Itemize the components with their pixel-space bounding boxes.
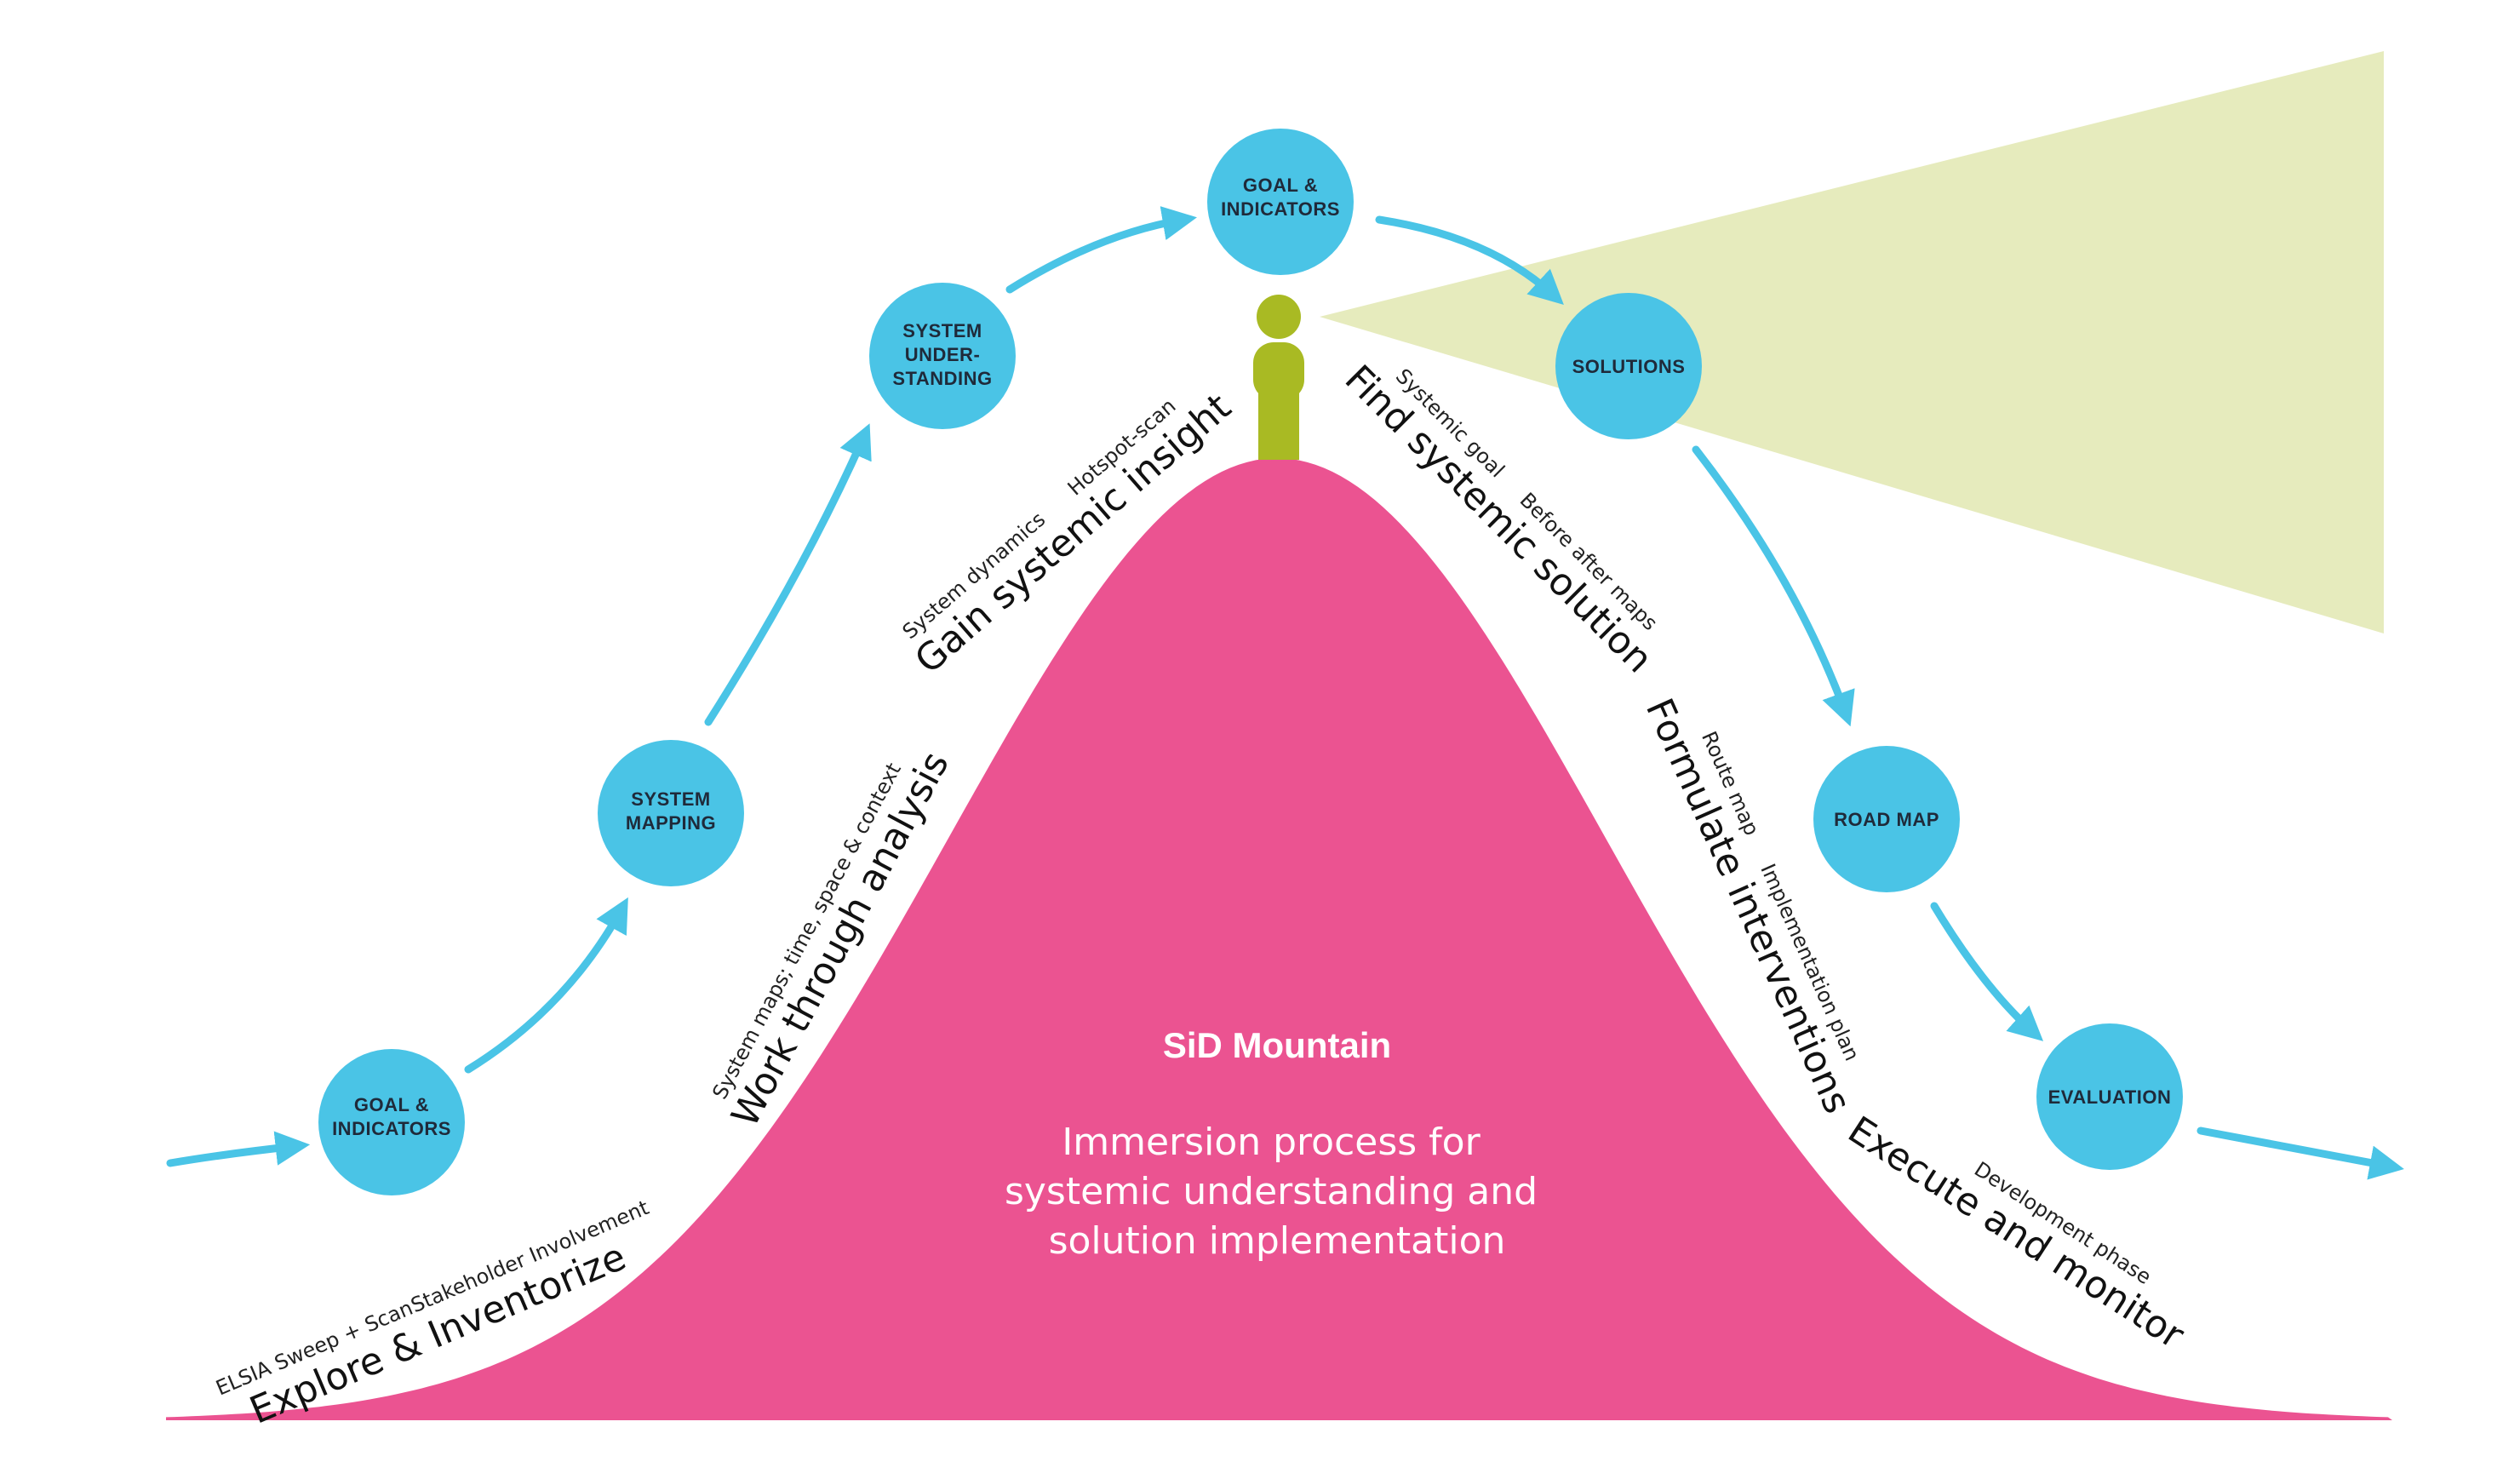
mountain-shape <box>166 458 2392 1420</box>
node-label-line: GOAL & <box>354 1094 429 1115</box>
node-label-line: EVALUATION <box>2048 1086 2172 1108</box>
node-label-line: SYSTEM <box>902 320 982 341</box>
step-node: SYSTEM UNDER- STANDING <box>869 283 1016 429</box>
node-label-line: INDICATORS <box>332 1118 451 1139</box>
step-node: GOAL &INDICATORS <box>1207 129 1354 275</box>
node-label-line: STANDING <box>892 368 992 389</box>
node-label-line: ROAD MAP <box>1834 809 1939 830</box>
flow-arrow <box>2196 1126 2404 1180</box>
flow-arrow <box>1692 445 1855 727</box>
step-node: GOAL & INDICATORS <box>318 1049 465 1195</box>
flow-arrow <box>704 423 872 726</box>
node-label-line: SOLUTIONS <box>1572 356 1686 377</box>
person-icon <box>1253 295 1304 460</box>
node-label-line: UNDER- <box>905 344 981 365</box>
flow-arrow <box>464 897 628 1074</box>
step-node: ROAD MAP <box>1813 746 1960 892</box>
mountain-subtitle: Immersion process for systemic understan… <box>1005 1121 1549 1263</box>
svg-text:SOLUTIONS: SOLUTIONS <box>1572 356 1686 377</box>
svg-text:GOAL &INDICATORS: GOAL &INDICATORS <box>1221 175 1340 220</box>
mountain-subtitle-line: systemic understanding and <box>1005 1170 1538 1213</box>
flow-arrow <box>1375 215 1564 305</box>
step-node: EVALUATION <box>2036 1023 2183 1170</box>
svg-text:GOAL &INDICATORS: GOAL & INDICATORS <box>332 1094 451 1139</box>
node-label-line: MAPPING <box>626 812 716 834</box>
flow-arrow <box>1005 206 1197 294</box>
mountain-subtitle-line: solution implementation <box>1049 1219 1506 1263</box>
mountain-subtitle-line: Immersion process for <box>1062 1121 1480 1164</box>
svg-text:EVALUATION: EVALUATION <box>2048 1086 2172 1108</box>
node-label-line: INDICATORS <box>1221 198 1340 220</box>
light-beam <box>1320 51 2384 633</box>
flow-arrow <box>166 1131 311 1167</box>
node-label-line: SYSTEM <box>631 788 710 810</box>
flow-arrow <box>1930 902 2044 1041</box>
svg-text:ROAD MAP: ROAD MAP <box>1834 809 1939 830</box>
mountain-title: SiD Mountain <box>1163 1025 1391 1065</box>
node-label-line: GOAL & <box>1243 175 1318 196</box>
step-node: SOLUTIONS <box>1555 293 1702 439</box>
flow-arrows <box>166 206 2404 1180</box>
